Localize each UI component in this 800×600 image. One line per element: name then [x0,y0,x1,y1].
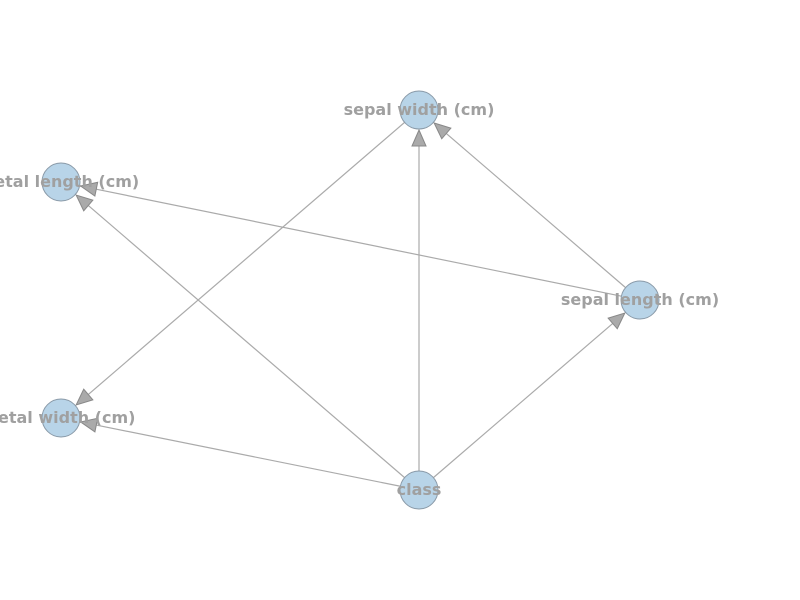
arrowhead-sepal_length-to-petal_length [79,181,99,197]
node-class [399,470,439,510]
node-label-class: class [397,480,442,499]
arrowhead-class-to-sepal_width [411,128,427,147]
arrowhead-sepal_length-to-sepal_width [433,122,452,140]
node-sepal_width [399,90,439,130]
nodes-layer [41,90,660,510]
arrowhead-sepal_width-to-petal_width [75,388,94,406]
edge-sepal_length-to-petal_length [94,188,622,297]
edge-class-to-petal_length [86,203,405,479]
edge-class-to-sepal_length [433,321,615,479]
edge-sepal_length-to-sepal_width [444,131,626,289]
node-label-petal_length: petal length (cm) [0,172,139,191]
node-petal_length [41,162,81,202]
node-sepal_length [620,280,660,320]
edge-class-to-petal_width [94,424,401,487]
node-label-sepal_length: sepal length (cm) [561,290,719,309]
node-label-sepal_width: sepal width (cm) [344,100,495,119]
arrowhead-class-to-sepal_length [607,312,626,330]
labels-layer: sepal width (cm) petal length (cm) sepal l… [0,100,719,499]
edges-layer [75,121,626,487]
edge-sepal_width-to-petal_width [86,121,405,397]
node-petal_width [41,398,81,438]
arrowhead-class-to-petal_width [79,417,99,433]
arrowhead-class-to-petal_length [75,194,94,212]
node-label-petal_width: petal width (cm) [0,408,135,427]
